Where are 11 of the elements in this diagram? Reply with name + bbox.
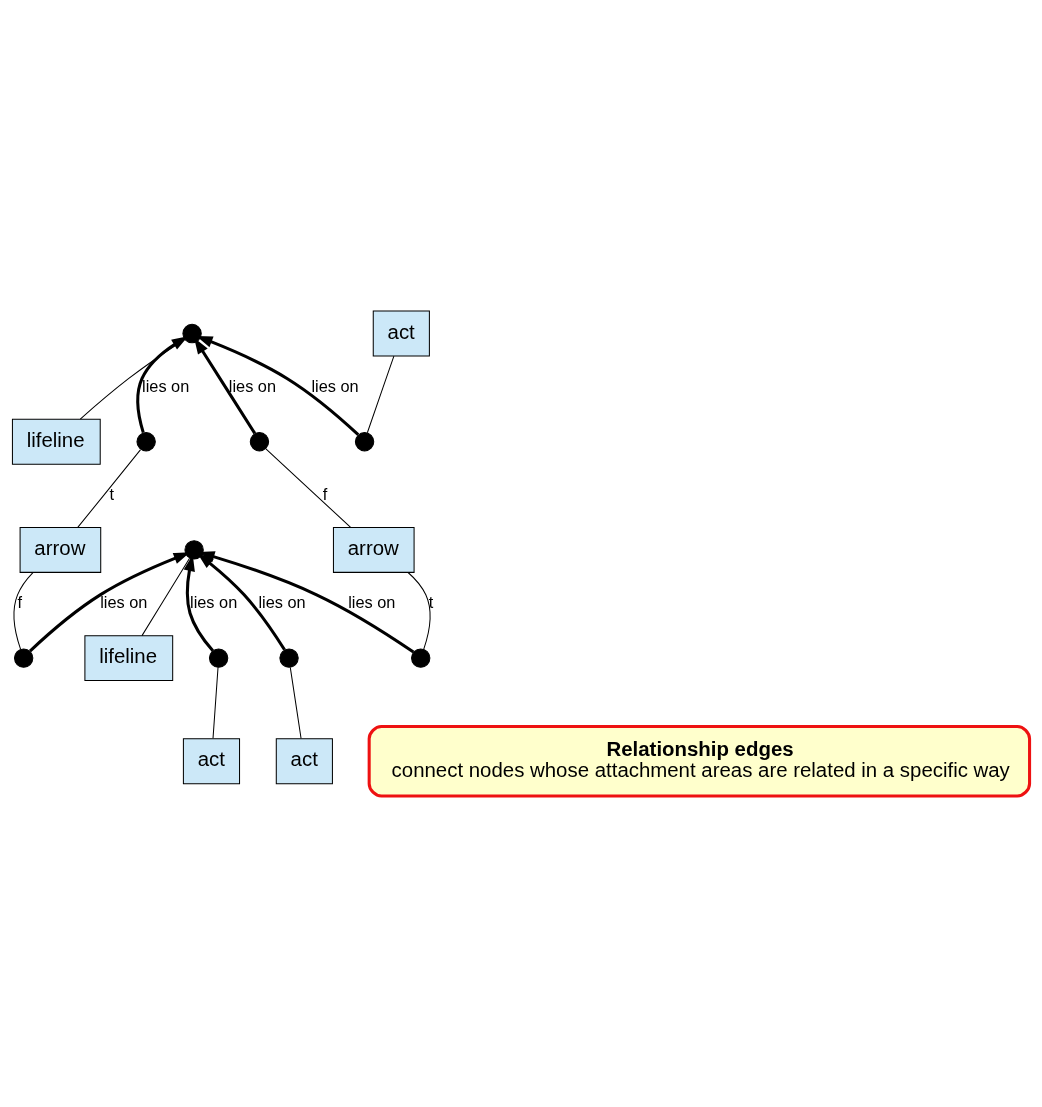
- edge-label: f: [322, 484, 328, 503]
- edge-label: lies on: [348, 592, 396, 611]
- edge-label: lies on: [190, 592, 238, 611]
- edge-label: f: [17, 592, 23, 611]
- edge-label: lies on: [228, 376, 277, 395]
- edge-label: lies on: [311, 376, 359, 395]
- edge-label: lies on: [142, 376, 190, 395]
- edge-label: lies on: [258, 592, 306, 611]
- edge-label: lies on: [100, 592, 148, 611]
- edge-label: t: [109, 484, 114, 503]
- edge-label: t: [428, 592, 434, 611]
